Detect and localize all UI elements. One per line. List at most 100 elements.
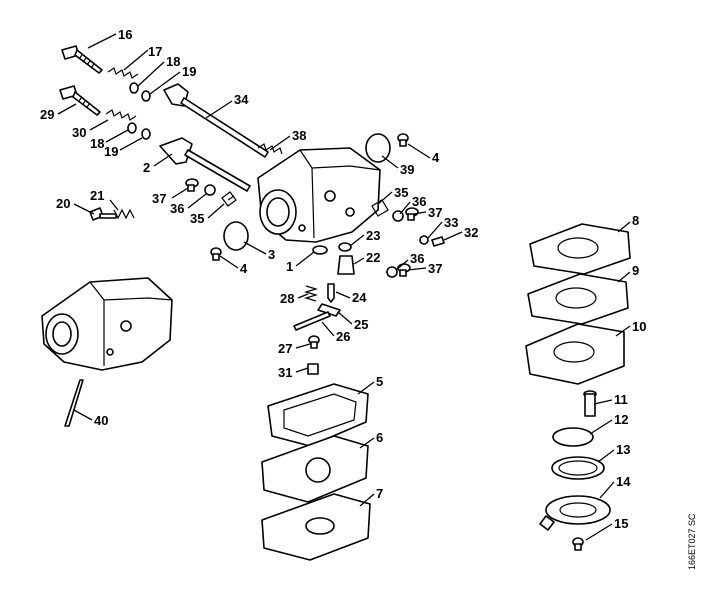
leader-40 [73,409,93,421]
callout-25: 25 [354,317,368,332]
callout-13: 13 [616,442,630,457]
leader-23 [349,234,365,247]
callout-18: 18 [166,54,180,69]
leader-28 [297,293,309,299]
leader-3 [243,241,267,255]
part-34-throttle-shaft [163,83,269,158]
callout-36: 36 [170,201,184,216]
part-37-screw-left [185,178,199,192]
leader-10 [615,325,631,337]
callout-34: 34 [234,92,249,107]
callout-23: 23 [366,228,380,243]
part-28-spring [303,285,319,302]
part-16-adjusting-screw [61,45,103,74]
callout-20: 20 [56,196,70,211]
callout-10: 10 [632,319,646,334]
callout-2: 2 [143,160,150,175]
callout-labels: 16 17 18 19 34 29 30 18 19 38 2 4 39 37 … [40,27,646,531]
part-36-washer-lower [386,266,398,278]
leader-8 [617,221,631,233]
callout-18-second: 18 [90,136,104,151]
callout-24: 24 [352,290,367,305]
part-35-clip-left [221,191,237,207]
callout-29: 29 [40,107,54,122]
part-25-inlet-control-lever [317,303,341,317]
leader-26 [321,321,335,337]
callout-6: 6 [376,430,383,445]
part-6-center [305,457,331,483]
part-17-spring [107,67,139,79]
callout-35: 35 [190,211,204,226]
leader-36 [187,193,207,209]
leader-34 [205,100,233,119]
leader-4 [407,143,431,159]
leader-12 [589,419,613,435]
part-38-spring [257,143,283,155]
leader-21 [109,199,119,211]
callout-21: 21 [90,188,104,203]
leader-39 [381,155,399,169]
callout-7: 7 [376,486,383,501]
callout-37: 37 [152,191,166,206]
part-26-spindle [293,311,331,331]
leader-2 [153,153,173,167]
part-12-fuel-screen [552,427,594,447]
leader-17 [123,49,149,71]
leader-31 [295,367,309,373]
part-8-gasket [529,223,631,275]
part-33-ball [419,235,429,245]
part-21-spring [113,208,135,220]
callout-26: 26 [336,329,350,344]
leader-30 [89,119,109,131]
callout-33: 33 [444,215,458,230]
callout-37-third: 37 [428,261,442,276]
callout-40: 40 [94,413,108,428]
callout-38: 38 [292,128,306,143]
callout-36-second: 36 [412,194,426,209]
part-35-clip-right [371,199,389,217]
leader-38 [269,135,291,151]
leader-22 [353,257,365,265]
part-22-check-valve [337,255,355,275]
callout-4: 4 [432,150,440,165]
part-3-choke-valve [223,221,249,251]
leader-35b [377,191,393,205]
part-24-inlet-needle [327,283,335,303]
part-29-adjusting-screw [59,85,101,116]
part-15-screw [572,537,584,551]
part-19-ring [141,90,151,102]
callout-19-second: 19 [104,144,118,159]
leader-lines [57,33,631,541]
callout-5: 5 [376,374,383,389]
callout-37-second: 37 [428,205,442,220]
leader-4b [219,255,239,269]
part-39-throttle-valve [365,133,391,163]
leader-16 [87,33,117,49]
part-2-choke-shaft [159,137,251,192]
part-carburetor-body-assembly [41,277,173,371]
callout-35-second: 35 [394,185,408,200]
callout-28: 28 [280,291,294,306]
leader-32 [443,231,463,241]
callout-39: 39 [400,162,414,177]
leader-36c [395,259,409,271]
part-4-screw-2 [210,247,222,261]
callout-36-third: 36 [410,251,424,266]
callout-9: 9 [632,263,639,278]
leader-27 [295,343,311,349]
part-11-screw [583,390,597,417]
part-18-washer-2 [127,122,137,134]
leader-33 [427,221,443,239]
callout-27: 27 [278,341,292,356]
reference-code: 166ET027 SC [687,513,697,570]
leader-1 [295,251,315,267]
leader-6 [359,437,375,449]
part-23-gasket [338,242,352,252]
part-20-idle-screw [89,207,117,221]
leader-15 [585,523,613,541]
part-7-center [305,517,335,535]
callout-31: 31 [278,365,292,380]
callout-15: 15 [614,516,628,531]
leader-18b [105,129,129,143]
part-5-gasket-inner [283,393,357,437]
